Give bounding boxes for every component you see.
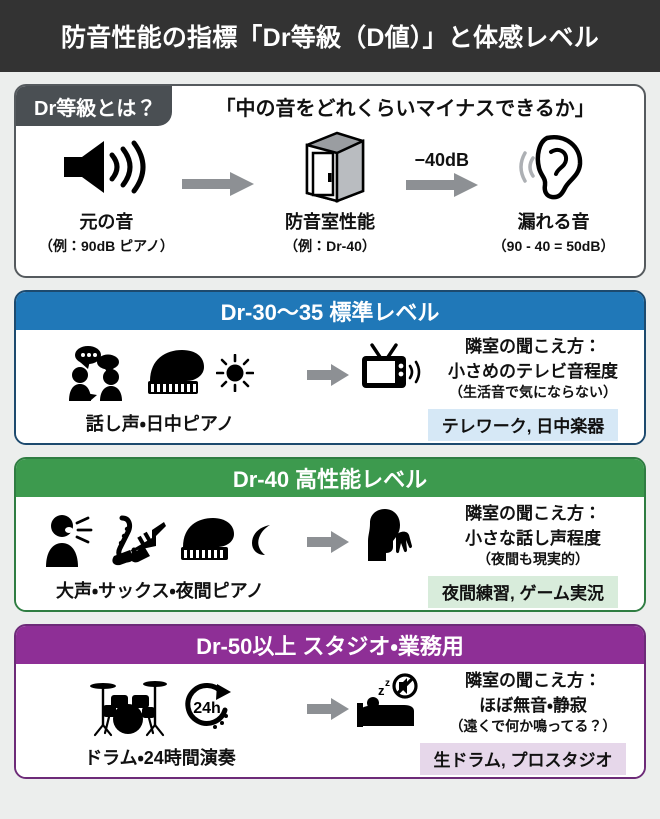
level-result-dr40: 隣室の聞こえ方： 小さな話し声程度 （夜間も現実的） 夜間練習, ゲーム実況 — [352, 497, 644, 610]
flow-arrow-2: −40dB — [398, 132, 485, 198]
level-header-dr50: Dr-50以上 スタジオ・業務用 — [16, 626, 644, 664]
level-arrow-dr50 — [304, 664, 352, 777]
intro-quote: 「中の音をどれくらいマイナスできるか」 — [215, 97, 595, 120]
level-card-dr30: Dr-30〜35 標準レベル — [14, 290, 646, 445]
intro-flow-row: 元の音 （例：90dB ピアノ） 防音 — [16, 126, 644, 256]
shouting-person-icon — [44, 513, 94, 567]
attenuation-label: −40dB — [414, 150, 470, 170]
arrow-right-icon — [307, 697, 349, 721]
level-source-icons — [66, 342, 254, 404]
level-body-dr50: 24h ドラム・24時間演奏 — [16, 664, 644, 777]
arrow-right-icon — [307, 530, 349, 554]
intro-badge: Dr等級とは？ — [16, 86, 173, 126]
saxophone-trumpet-icon — [104, 512, 168, 568]
level-result-line2: ほぼ無音・静寂 — [479, 696, 587, 715]
arrow-right-icon — [307, 363, 349, 387]
page-header: 防音性能の指標「Dr等級（D値）」と体感レベル — [0, 0, 660, 72]
drum-kit-icon — [85, 677, 171, 737]
level-arrow-dr30 — [304, 330, 352, 443]
level-body-dr30: 話し声・日中ピアノ — [16, 330, 644, 443]
level-source-icons: 24h — [85, 676, 235, 738]
level-result-line3: （夜間も現実的） — [477, 551, 589, 567]
intro-topbar: Dr等級とは？ 「中の音をどれくらいマイナスできるか」 — [16, 86, 644, 126]
level-result-line1: 隣室の聞こえ方： — [465, 337, 601, 356]
svg-text:z: z — [378, 683, 385, 698]
svg-text:z: z — [385, 678, 390, 689]
level-body-dr40: 大声・サックス・夜間ピアノ 隣室の聞こえ方： 小さな話し声程度 — [16, 497, 644, 610]
level-card-dr50: Dr-50以上 スタジオ・業務用 — [14, 624, 646, 779]
level-result-line3: （遠くで何か鳴ってる？） — [449, 718, 617, 734]
flow-step-sub: （90 - 40 = 50dB） — [492, 238, 615, 254]
level-source-label: 話し声・日中ピアノ — [85, 413, 235, 434]
flow-step-sub: （例：90dB ピアノ） — [39, 238, 174, 254]
flow-step-leaked-sound: 漏れる音 （90 - 40 = 50dB） — [485, 132, 622, 256]
level-source-label: 大声・サックス・夜間ピアノ — [55, 580, 265, 601]
flow-step-label: 元の音 — [79, 212, 134, 232]
level-result-dr50: z z 隣室の聞こえ方： ほぼ無音・静寂 （遠くで何か鳴ってる？） 生ドラム, … — [352, 664, 644, 777]
level-source-dr40: 大声・サックス・夜間ピアノ — [16, 497, 304, 610]
level-card-dr40: Dr-40 高性能レベル — [14, 457, 646, 612]
flow-step-label: 防音室性能 — [285, 212, 375, 232]
level-arrow-dr40 — [304, 497, 352, 610]
arrow-right-icon — [405, 172, 478, 198]
whispering-person-icon — [352, 507, 426, 561]
people-talking-icon — [66, 345, 134, 401]
level-result-line2: 小さな話し声程度 — [465, 529, 601, 548]
level-result-line3: （生活音で気にならない） — [449, 384, 617, 400]
flow-step-label: 漏れる音 — [517, 212, 590, 232]
level-source-label: ドラム・24時間演奏 — [84, 747, 236, 768]
level-result-line1: 隣室の聞こえ方： — [465, 504, 601, 523]
flow-step-booth: 防音室性能 （例：Dr-40） — [262, 131, 399, 256]
level-result-line1: 隣室の聞こえ方： — [465, 671, 601, 690]
svg-text:24h: 24h — [193, 700, 221, 717]
ear-icon — [517, 132, 591, 202]
grand-piano-icon — [144, 347, 206, 399]
page-title: 防音性能の指標「Dr等級（D値）」と体感レベル — [61, 24, 599, 52]
television-icon — [352, 341, 426, 393]
level-usecase-chip: 夜間練習, ゲーム実況 — [428, 576, 618, 608]
grand-piano-icon — [178, 515, 236, 565]
arrow-right-icon — [182, 171, 255, 197]
level-header-dr40: Dr-40 高性能レベル — [16, 459, 644, 497]
level-usecase-chip: テレワーク, 日中楽器 — [427, 409, 619, 441]
intro-card: Dr等級とは？ 「中の音をどれくらいマイナスできるか」 元の音 （例：90dB … — [14, 84, 646, 278]
level-source-dr30: 話し声・日中ピアノ — [16, 330, 304, 443]
flow-step-sub: （例：Dr-40） — [284, 238, 376, 254]
level-usecase-chip: 生ドラム, プロスタジオ — [419, 743, 627, 775]
flow-step-original-sound: 元の音 （例：90dB ピアノ） — [38, 132, 175, 256]
level-header-dr30: Dr-30〜35 標準レベル — [16, 292, 644, 330]
level-result-dr30: 隣室の聞こえ方： 小さめのテレビ音程度 （生活音で気にならない） テレワーク, … — [352, 330, 644, 443]
level-source-icons — [44, 509, 276, 571]
sun-icon — [216, 353, 254, 392]
24h-icon: 24h — [181, 680, 235, 734]
speaker-icon — [60, 132, 152, 202]
moon-icon — [246, 523, 276, 557]
level-source-dr50: 24h ドラム・24時間演奏 — [16, 664, 304, 777]
level-result-line2: 小さめのテレビ音程度 — [448, 362, 618, 381]
soundproof-booth-icon — [293, 131, 367, 203]
flow-arrow-1 — [175, 132, 262, 197]
sleeping-person-mute-icon: z z — [352, 673, 426, 729]
